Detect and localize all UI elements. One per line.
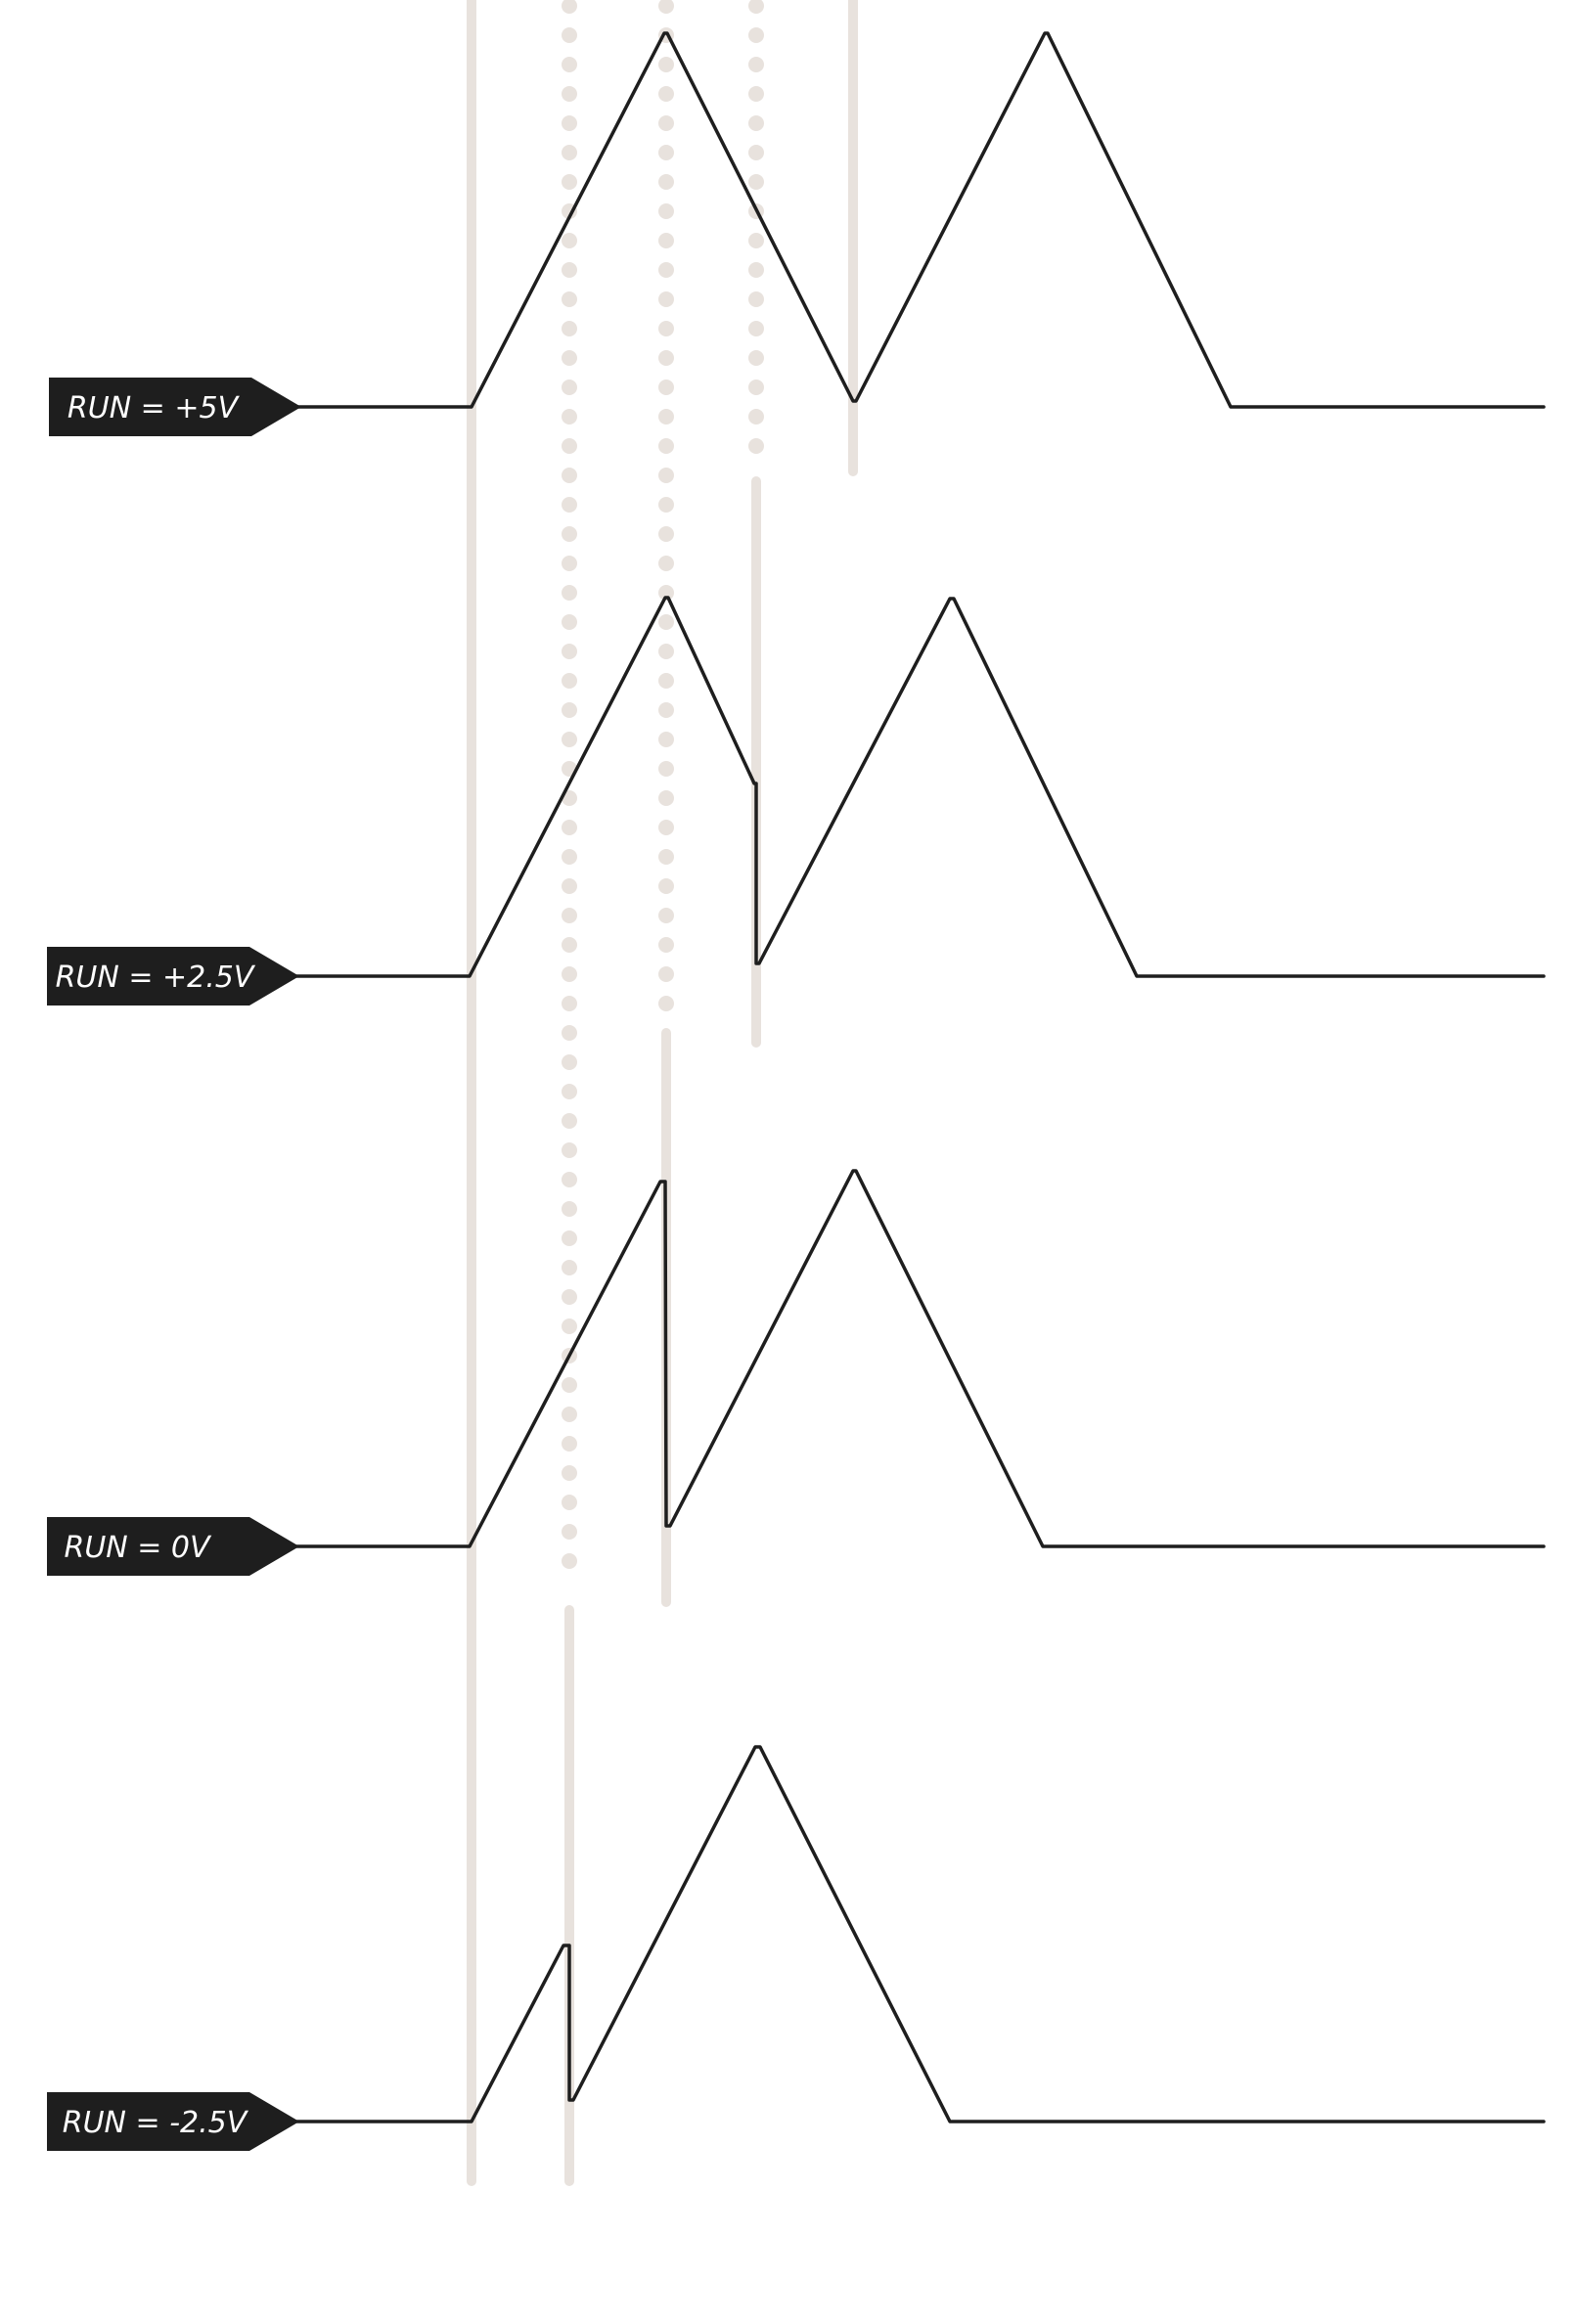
- label-tag: [47, 1517, 299, 1576]
- label-tag: [49, 378, 301, 436]
- waveform-plus2-5v: [292, 596, 1546, 978]
- row-label-minus2-5v: RUN = -2.5V: [47, 2092, 299, 2151]
- guide-lines: [467, 0, 858, 2186]
- row-label-0v: RUN = 0V: [47, 1517, 299, 1576]
- waveforms: [292, 31, 1546, 2123]
- row-label-plus5v: RUN = +5V: [49, 378, 301, 436]
- label-tag: [47, 947, 299, 1006]
- waveform-minus2-5v: [292, 1745, 1546, 2123]
- row-label-plus2-5v: RUN = +2.5V: [47, 947, 299, 1006]
- waveform-0v: [292, 1169, 1546, 1548]
- row-label-text: RUN = +5V: [68, 391, 241, 425]
- row-label-text: RUN = +2.5V: [56, 961, 256, 995]
- dotted-guide-lines: [562, 0, 764, 1598]
- row-label-text: RUN = -2.5V: [63, 2106, 249, 2140]
- row-label-text: RUN = 0V: [64, 1531, 212, 1565]
- label-tag: [47, 2092, 299, 2151]
- waveform-plus5v: [292, 31, 1546, 409]
